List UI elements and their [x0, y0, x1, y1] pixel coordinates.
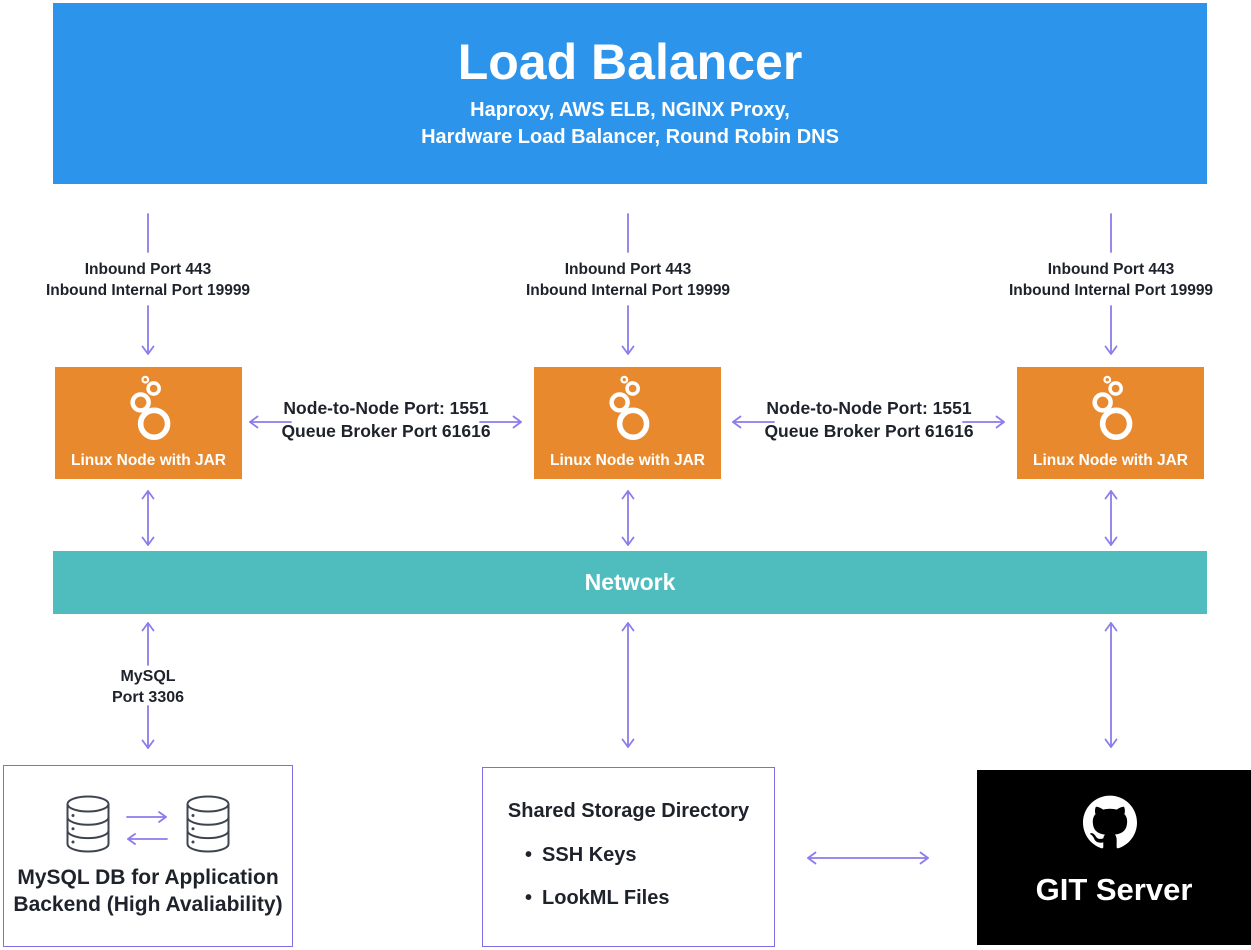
mysql-db-label: MySQL DB for Application Backend (High A… — [4, 864, 292, 918]
node-label: Linux Node with JAR — [1033, 452, 1188, 469]
inbound-ports-label-3: Inbound Port 443 Inbound Internal Port 1… — [971, 259, 1251, 301]
linux-node-box-3: Linux Node with JAR — [1017, 367, 1204, 479]
looker-circles-icon — [608, 375, 649, 441]
arrow-left-to-node-1 — [249, 415, 292, 429]
arrow-network-shared-storage — [621, 622, 635, 748]
github-octocat-icon — [1083, 795, 1137, 849]
queue-broker-port: Queue Broker Port 61616 — [764, 421, 974, 441]
arrow-shared-storage-git — [807, 851, 929, 865]
inbound-port-443-1: Inbound Port 443 — [84, 261, 212, 278]
load-balancer-subtitle-line2: Hardware Load Balancer, Round Robin DNS — [421, 126, 839, 148]
load-balancer-title: Load Balancer — [457, 34, 803, 90]
inbound-ports-label-2: Inbound Port 443 Inbound Internal Port 1… — [488, 259, 768, 301]
inbound-ports-label-1: Inbound Port 443 Inbound Internal Port 1… — [8, 259, 288, 301]
inbound-port-443-2: Inbound Port 443 — [564, 261, 692, 278]
queue-broker-port: Queue Broker Port 61616 — [281, 421, 491, 441]
arrow-network-git-server — [1104, 622, 1118, 748]
mysql-db-label-line1: MySQL DB for Application — [17, 866, 279, 889]
load-balancer-subtitle-line1: Haproxy, AWS ELB, NGINX Proxy, — [470, 99, 790, 121]
load-balancer-subtitle: Haproxy, AWS ELB, NGINX Proxy, Hardware … — [53, 97, 1207, 151]
node-link-label-1: Node-to-Node Port: 1551 Queue Broker Por… — [256, 397, 516, 443]
shared-storage-item-ssh-keys: •SSH Keys — [525, 844, 637, 866]
arrow-right-to-node-2 — [479, 415, 522, 429]
database-cylinder-icon — [184, 794, 232, 854]
load-balancer-box: Load Balancer Haproxy, AWS ELB, NGINX Pr… — [53, 3, 1207, 184]
network-box: Network — [53, 551, 1207, 614]
inbound-internal-port-2: Inbound Internal Port 19999 — [525, 282, 731, 299]
mysql-port-label: MySQL Port 3306 — [8, 666, 288, 708]
connector-lb-to-label-1 — [147, 213, 149, 253]
node-label: Linux Node with JAR — [71, 452, 226, 469]
arrow-db-replicate-left — [127, 833, 168, 845]
shared-storage-item-lookml-files: •LookML Files — [525, 887, 670, 909]
arrow-up-network-mysql — [141, 622, 155, 666]
arrow-node2-network — [621, 490, 635, 546]
node-link-label-2: Node-to-Node Port: 1551 Queue Broker Por… — [739, 397, 999, 443]
node-label: Linux Node with JAR — [550, 452, 705, 469]
arrow-down-to-node-2 — [621, 305, 635, 355]
arrow-node1-network — [141, 490, 155, 546]
port-3306-label: Port 3306 — [111, 689, 185, 706]
arrow-node3-network — [1104, 490, 1118, 546]
arrow-down-to-node-3 — [1104, 305, 1118, 355]
shared-storage-title: Shared Storage Directory — [507, 800, 750, 822]
linux-node-box-2: Linux Node with JAR — [534, 367, 721, 479]
bullet: • — [525, 887, 533, 909]
mysql-label: MySQL — [120, 668, 176, 685]
arrow-down-to-node-1 — [141, 305, 155, 355]
arrow-down-to-mysql-box — [141, 705, 155, 749]
git-server-label: GIT Server — [1035, 872, 1193, 907]
connector-lb-to-label-2 — [627, 213, 629, 253]
arrow-left-to-node-2 — [732, 415, 775, 429]
git-server-box: GIT Server — [977, 770, 1251, 945]
network-label: Network — [584, 569, 676, 595]
connector-lb-to-label-3 — [1110, 213, 1112, 253]
mysql-db-label-line2: Backend (High Avaliability) — [13, 893, 283, 916]
linux-node-box-1: Linux Node with JAR — [55, 367, 242, 479]
mysql-db-box: MySQL DB for Application Backend (High A… — [3, 765, 293, 947]
node-to-node-port: Node-to-Node Port: 1551 — [766, 398, 972, 418]
inbound-port-443-3: Inbound Port 443 — [1047, 261, 1175, 278]
inbound-internal-port-1: Inbound Internal Port 19999 — [45, 282, 251, 299]
inbound-internal-port-3: Inbound Internal Port 19999 — [1008, 282, 1214, 299]
bullet: • — [525, 844, 533, 866]
shared-storage-box: Shared Storage Directory •SSH Keys •Look… — [482, 767, 775, 947]
database-cylinder-icon — [64, 794, 112, 854]
looker-circles-icon — [1091, 375, 1132, 441]
arrow-db-replicate-right — [126, 811, 167, 823]
node-to-node-port: Node-to-Node Port: 1551 — [283, 398, 489, 418]
looker-circles-icon — [129, 375, 170, 441]
arrow-right-to-node-3 — [962, 415, 1005, 429]
